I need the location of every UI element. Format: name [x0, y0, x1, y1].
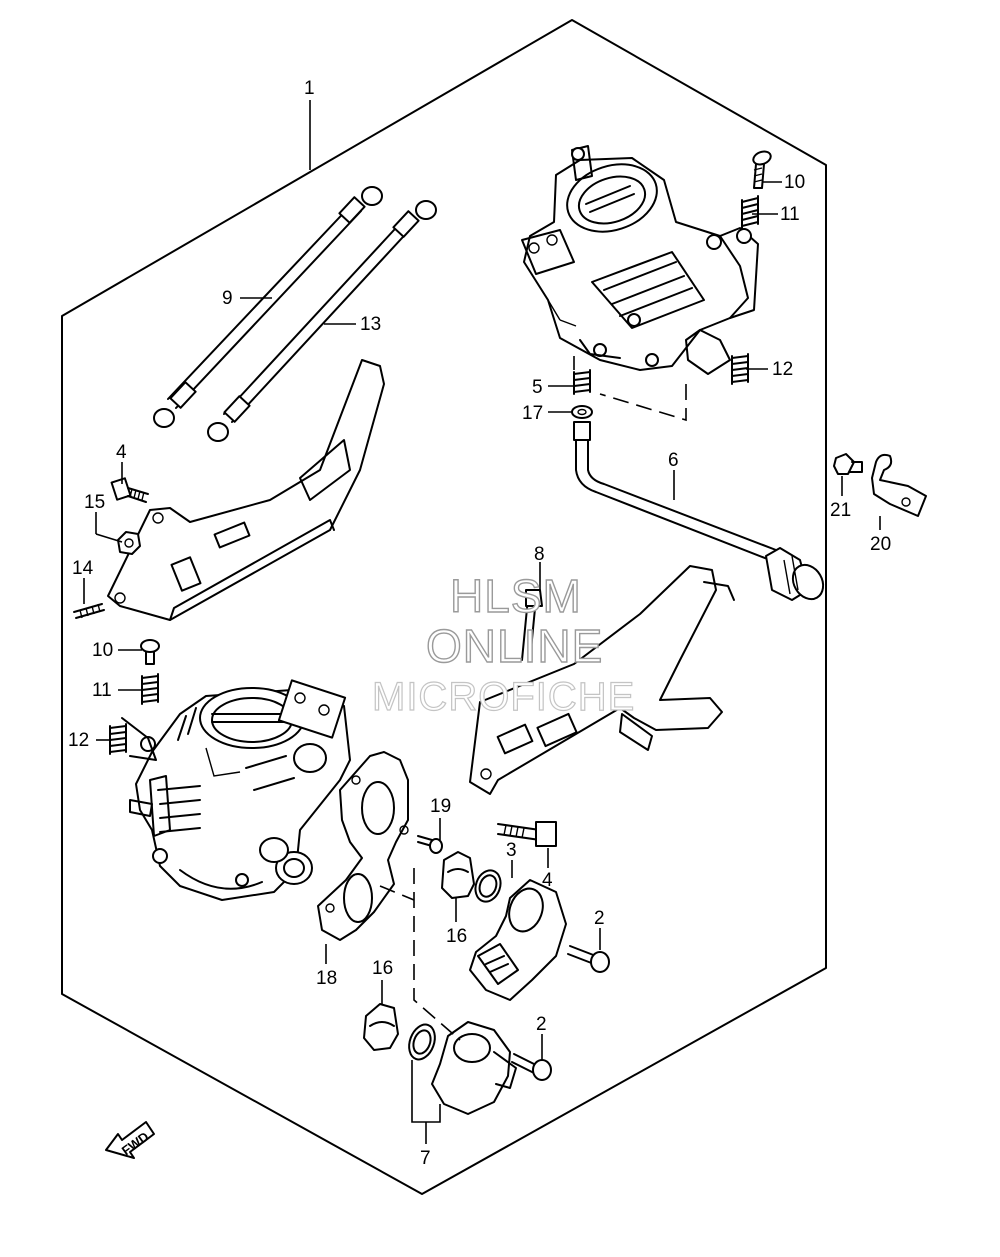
spring-holder-bracket [121, 717, 157, 761]
part-5-spring [573, 369, 591, 395]
callout-10-top: 10 [784, 172, 805, 193]
callout-16-upper: 16 [446, 926, 467, 947]
part-16-clamp-lower [363, 1003, 399, 1051]
part-16-clamp-upper [441, 851, 475, 899]
callout-3: 3 [506, 840, 517, 861]
part-2-screw-upper [567, 945, 610, 973]
part-21-bolt [833, 453, 863, 475]
assembly-outline [61, 19, 827, 1195]
callout-9: 9 [222, 288, 233, 309]
part-4-bolt-right [497, 821, 557, 847]
callout-2-upper: 2 [594, 908, 605, 929]
leader-lines [83, 100, 881, 1144]
callout-10-left: 10 [92, 640, 113, 661]
part-2-screw-lower [511, 1053, 552, 1081]
callout-20: 20 [870, 534, 891, 555]
part-9-rod [153, 186, 383, 428]
part-19-screw [417, 835, 443, 854]
part-12-spring-left [109, 723, 127, 755]
fwd-arrow-icon [105, 1121, 155, 1159]
callout-4-right: 4 [542, 870, 553, 891]
callout-15: 15 [84, 492, 105, 513]
callout-11-left: 11 [92, 680, 112, 701]
part-4-bolt-left [110, 477, 149, 503]
callout-19: 19 [430, 796, 451, 817]
right-bracket [469, 565, 735, 795]
callout-1: 1 [304, 78, 315, 99]
callout-21: 21 [830, 500, 851, 521]
callout-14: 14 [72, 558, 94, 579]
throttle-body-lower [129, 679, 351, 901]
part-15-nut [117, 531, 141, 555]
throttle-position-sensor-lower [431, 1021, 517, 1115]
callout-8: 8 [534, 544, 545, 565]
callout-13: 13 [360, 314, 381, 335]
part-10-screw-left [140, 639, 160, 665]
part-17-washer [571, 405, 593, 419]
part-3-oring [474, 869, 502, 903]
callout-7: 7 [420, 1148, 431, 1169]
callout-17: 17 [522, 403, 543, 424]
part-7-oring [408, 1023, 436, 1061]
callout-16-lower: 16 [372, 958, 393, 979]
part-6-shaft [573, 421, 825, 601]
left-bracket [107, 359, 385, 621]
watermark-line-3: MICROFICHE [372, 675, 635, 719]
part-18-plate [317, 751, 409, 941]
throttle-body-upper [521, 145, 759, 375]
callout-6: 6 [668, 450, 679, 471]
callout-12-left: 12 [68, 730, 89, 751]
part-8-pin [521, 589, 543, 661]
callout-12-top: 12 [772, 359, 793, 380]
callout-18: 18 [316, 968, 337, 989]
throttle-position-sensor-upper [469, 879, 567, 1001]
part-11-spring-left [141, 673, 159, 705]
part-11-spring-top [741, 195, 759, 229]
part-13-rod [207, 200, 437, 442]
watermark-line-1: HLSM [450, 570, 582, 622]
part-14-stud [73, 603, 105, 619]
part-12-spring-top [731, 353, 749, 385]
callout-2-lower: 2 [536, 1014, 547, 1035]
part-20-clip [871, 453, 927, 517]
callout-4-left: 4 [116, 442, 127, 463]
callout-11-top: 11 [780, 204, 800, 225]
part-10-screw-top [752, 150, 772, 189]
callout-5: 5 [532, 377, 543, 398]
watermark-line-2: ONLINE [426, 620, 603, 672]
